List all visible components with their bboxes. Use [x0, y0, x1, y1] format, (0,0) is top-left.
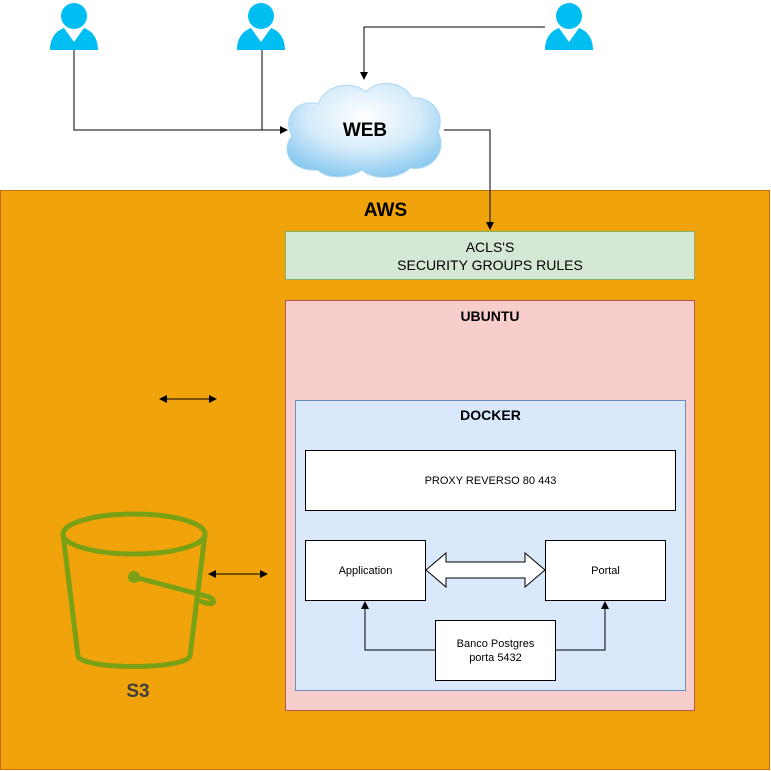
- application-label: Application: [338, 564, 393, 577]
- proxy-label: PROXY REVERSO 80 443: [424, 474, 557, 487]
- banco-postgres-box: Banco Postgres porta 5432: [435, 620, 556, 681]
- user-icon: [545, 3, 593, 50]
- user-icon: [50, 3, 98, 50]
- web-label: WEB: [342, 120, 388, 141]
- banco-line-1: Banco Postgres: [456, 637, 535, 650]
- user-icon: [237, 3, 285, 50]
- aws-label: AWS: [363, 200, 408, 221]
- proxy-reverso-box: PROXY REVERSO 80 443: [305, 450, 676, 511]
- application-box: Application: [305, 540, 426, 601]
- banco-line-2: porta 5432: [469, 651, 522, 664]
- acl-line-1: ACLS'S: [465, 238, 515, 255]
- docker-label: DOCKER: [460, 407, 521, 423]
- ubuntu-label: UBUNTU: [460, 308, 520, 324]
- s3-bucket-icon: [60, 511, 216, 669]
- s3-label: S3: [126, 681, 150, 702]
- acl-line-2: SECURITY GROUPS RULES: [397, 256, 583, 273]
- cloud-icon: [286, 83, 442, 178]
- portal-label: Portal: [591, 564, 620, 577]
- acl-security-groups-box: ACLS'S SECURITY GROUPS RULES: [285, 231, 695, 280]
- portal-box: Portal: [545, 540, 666, 601]
